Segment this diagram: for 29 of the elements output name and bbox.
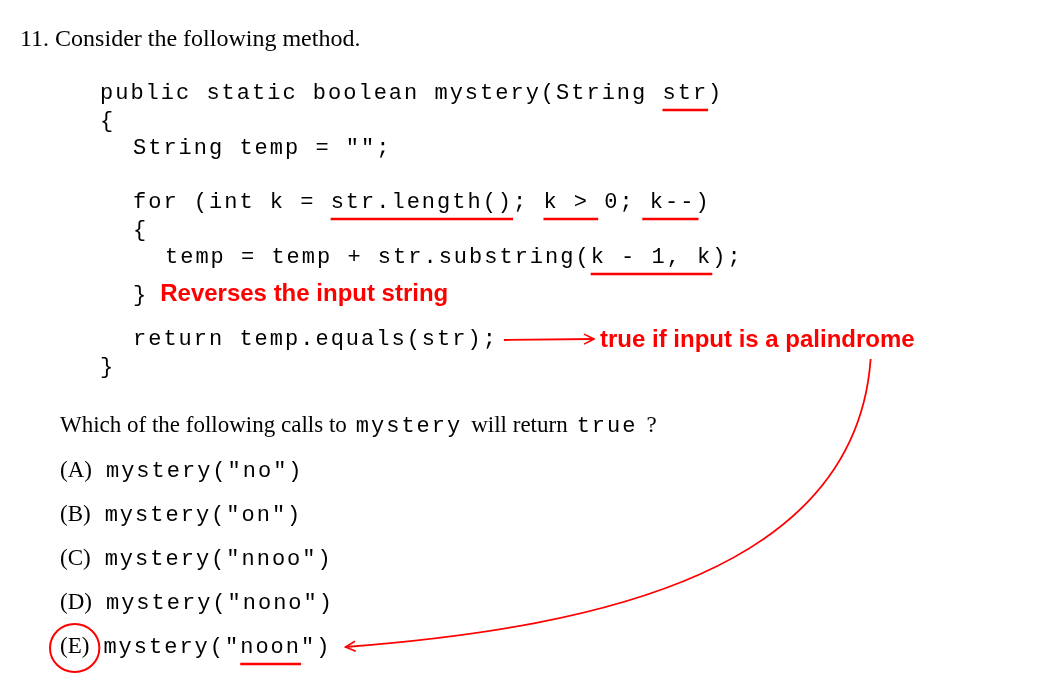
code-line: mystery("nnoo") <box>104 546 333 574</box>
code-line: public static boolean mystery(String str) <box>100 80 724 108</box>
code-line: mystery("nono") <box>105 590 334 618</box>
code-line: return temp.equals(str); <box>133 326 498 354</box>
question-text: ? <box>646 411 657 439</box>
question-text: Which of the following calls to <box>60 411 347 439</box>
code-line: { <box>133 217 149 245</box>
question-text: (B) <box>60 500 91 528</box>
option-letter: (E) <box>60 632 90 660</box>
question-text: (A) <box>60 456 92 484</box>
annotation-note: Reverses the input string <box>160 279 449 307</box>
code-line: mystery("on") <box>104 502 303 530</box>
question-text: will return <box>471 411 568 439</box>
arrow <box>344 358 872 652</box>
code-line: for (int k = str.length(); k > 0; k--) <box>133 189 711 217</box>
code-line: String temp = ""; <box>133 135 392 163</box>
code-line: temp = temp + str.substring(k - 1, k); <box>165 244 743 272</box>
question-text: (D) <box>60 588 92 616</box>
question-heading: 11. Consider the following method. <box>20 24 361 52</box>
code-line: mystery <box>355 413 463 441</box>
code-line: true <box>576 413 638 441</box>
question-text: (C) <box>60 544 91 572</box>
code-line: mystery("no") <box>105 458 304 486</box>
code-line: mystery("noon") <box>103 634 332 662</box>
code-line: { <box>100 108 116 136</box>
annotation-note: true if input is a palindrome <box>600 325 915 353</box>
arrow <box>502 333 595 345</box>
code-line: } <box>100 354 116 382</box>
code-line: } <box>133 282 149 310</box>
